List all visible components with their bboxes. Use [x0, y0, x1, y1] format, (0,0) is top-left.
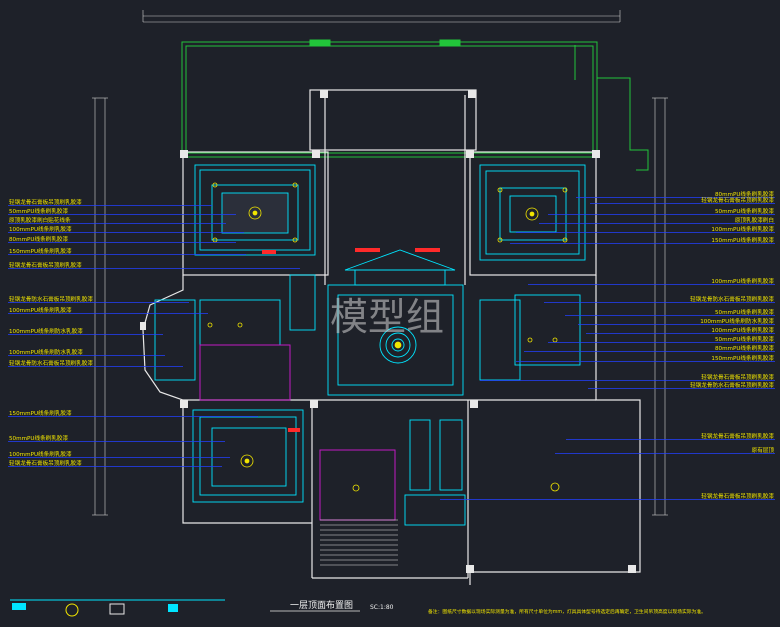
right-material-label: 100mmPU线条刷乳胶漆: [711, 225, 774, 233]
left-material-label: 150mmPU线条刷乳胶漆: [9, 409, 72, 417]
watermark: 模型组: [330, 295, 444, 339]
right-material-label: 原有层顶: [752, 446, 775, 454]
right-material-label: 100mmPU线条刷乳胶漆: [711, 326, 774, 334]
left-material-label: 100mmPU线条刷防水乳胶漆: [9, 327, 83, 335]
light-fixtures: [207, 182, 568, 492]
left-material-label: 150mmPU线条刷乳胶漆: [9, 247, 72, 255]
right-material-label: 轻钢龙骨防水石膏板吊顶刷乳胶漆: [690, 295, 774, 303]
left-material-label: 80mmPU线条刷乳胶漆: [9, 235, 68, 243]
drawing-scale: SC:1:80: [370, 604, 394, 611]
right-material-label: 轻钢龙骨石膏板吊顶刷乳胶漆: [701, 432, 774, 440]
drawing-title: 一层顶面布置图: [290, 599, 353, 611]
right-material-label: 100mmPU线条刷乳胶漆: [711, 277, 774, 285]
right-label-group: 80mmPU线条刷乳胶漆轻钢龙骨石膏板吊顶刷乳胶漆50mmPU线条刷乳胶漆原顶乳…: [440, 190, 775, 500]
right-material-label: 原顶乳胶漆刷白: [735, 216, 774, 224]
left-material-label: 100mmPU线条刷乳胶漆: [9, 225, 72, 233]
left-material-label: 100mmPU线条刷防水乳胶漆: [9, 348, 83, 356]
right-material-label: 150mmPU线条刷乳胶漆: [711, 354, 774, 362]
right-material-label: 50mmPU线条刷乳胶漆: [715, 308, 774, 316]
right-material-label: 80mmPU线条刷乳胶漆: [715, 190, 774, 198]
title-block: 一层顶面布置图 SC:1:80 备注：图纸尺寸数据以现场实际测量为准，所有尺寸单…: [10, 599, 706, 617]
left-material-label: 原顶乳胶漆刷白贴花线条: [9, 216, 71, 224]
ceiling-details: [154, 164, 586, 526]
right-material-label: 50mmPU线条刷乳胶漆: [715, 335, 774, 343]
legend-box-icon: [109, 603, 125, 615]
legend-chandelier-icon: [65, 603, 79, 617]
columns: [140, 90, 636, 573]
right-material-label: 50mmPU线条刷乳胶漆: [715, 207, 774, 215]
left-material-label: 50mmPU线条刷乳胶漆: [9, 207, 68, 215]
left-material-label: 100mmPU线条刷乳胶漆: [9, 450, 72, 458]
left-material-label: 50mmPU线条刷乳胶漆: [9, 434, 68, 442]
red-annotations: [262, 248, 440, 432]
left-material-label: 轻钢龙骨石膏板吊顶刷乳胶漆: [9, 198, 82, 206]
left-material-label: 轻钢龙骨防水石膏板吊顶刷乳胶漆: [9, 295, 93, 303]
right-material-label: 轻钢龙骨石膏板吊顶刷乳胶漆: [701, 373, 774, 381]
left-material-label: 轻钢龙骨防水石膏板吊顶刷乳胶漆: [9, 359, 93, 367]
balcony-outline: [181, 39, 649, 171]
left-material-label: 100mmPU线条刷乳胶漆: [9, 306, 72, 314]
right-material-label: 轻钢龙骨防水石膏板吊顶刷乳胶漆: [690, 381, 774, 389]
right-material-label: 80mmPU线条刷乳胶漆: [715, 344, 774, 352]
legend-fixture-icon: [168, 604, 178, 612]
legend-swatch: [12, 603, 26, 610]
left-material-label: 轻钢龙骨石膏板吊顶刷乳胶漆: [9, 459, 82, 467]
right-material-label: 150mmPU线条刷乳胶漆: [711, 236, 774, 244]
drawing-note: 备注：图纸尺寸数据以现场实际测量为准，所有尺寸单位为mm，灯具具体型号待选定后再…: [428, 608, 706, 615]
right-material-label: 100mmPU线条刷防水乳胶漆: [700, 317, 774, 325]
left-label-group: 轻钢龙骨石膏板吊顶刷乳胶漆50mmPU线条刷乳胶漆原顶乳胶漆刷白贴花线条100m…: [8, 198, 300, 467]
dimension-lines: [92, 10, 668, 516]
left-material-label: 轻钢龙骨石膏板吊顶刷乳胶漆: [9, 261, 82, 269]
right-material-label: 轻钢龙骨石膏板吊顶刷乳胶漆: [701, 492, 774, 500]
stair: [320, 519, 398, 566]
right-material-label: 轻钢龙骨石膏板吊顶刷乳胶漆: [701, 196, 774, 204]
